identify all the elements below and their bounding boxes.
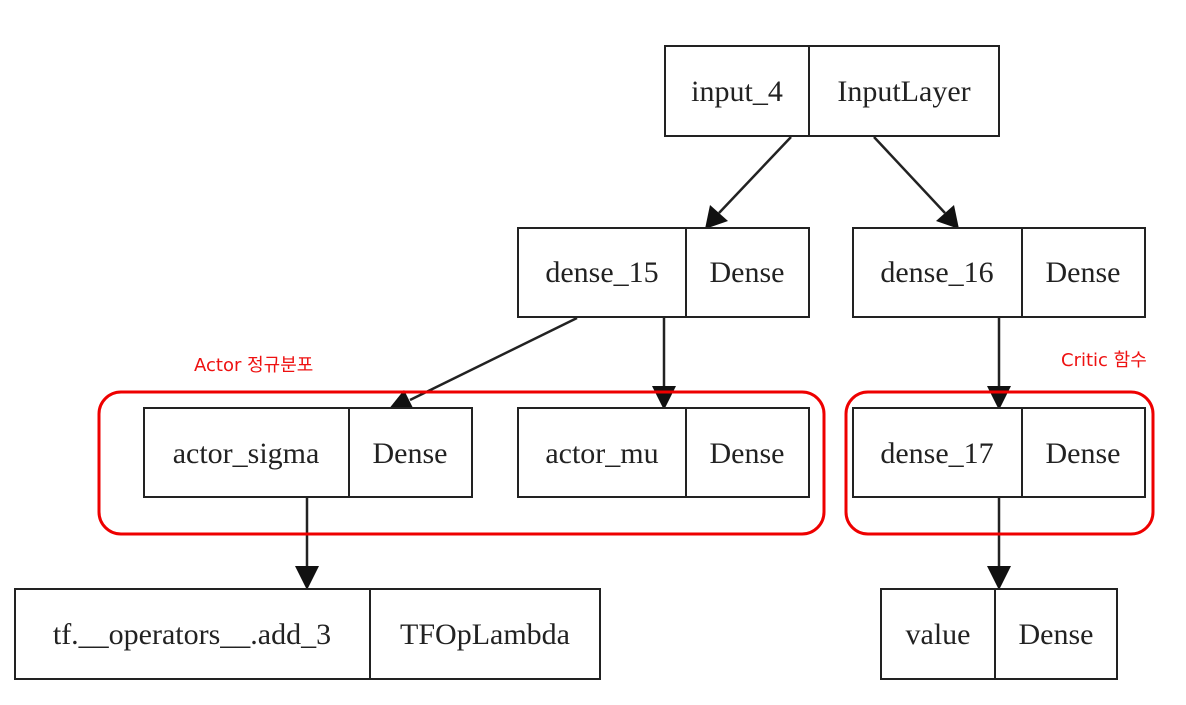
- edges: [295, 136, 1011, 590]
- node-type: Dense: [710, 256, 785, 289]
- critic-annotation: Critic 함수: [1061, 350, 1147, 371]
- node-type: InputLayer: [837, 75, 970, 108]
- edge-input4-dense15: [705, 136, 792, 229]
- node-name: input_4: [691, 75, 783, 108]
- node-value: value Dense: [880, 588, 1118, 680]
- node-name: value: [906, 618, 971, 651]
- node-actor-sigma: actor_sigma Dense: [143, 407, 473, 498]
- edge-dense15-actorsigma: [388, 316, 578, 410]
- node-name: actor_mu: [545, 437, 658, 470]
- node-type: Dense: [1019, 618, 1094, 651]
- node-name: dense_16: [880, 256, 993, 289]
- node-type: Dense: [1046, 256, 1121, 289]
- node-name: tf.__operators__.add_3: [53, 618, 331, 651]
- node-name: dense_17: [880, 437, 993, 470]
- edge-input4-dense16: [873, 136, 959, 229]
- node-tf-operators-add-3: tf.__operators__.add_3 TFOpLambda: [14, 588, 601, 680]
- node-name: actor_sigma: [173, 437, 320, 470]
- node-name: dense_15: [545, 256, 658, 289]
- critic-highlight-region: [844, 390, 1155, 536]
- node-input-4: input_4 InputLayer: [664, 45, 1000, 137]
- node-dense-17: dense_17 Dense: [852, 407, 1146, 498]
- actor-highlight-region: [97, 390, 826, 536]
- actor-annotation: Actor 정규분포: [194, 355, 313, 376]
- edge-actorsigma-add3: [295, 498, 319, 590]
- node-type: TFOpLambda: [400, 618, 570, 651]
- node-type: Dense: [373, 437, 448, 470]
- edge-dense15-actormu: [652, 318, 676, 410]
- node-actor-mu: actor_mu Dense: [517, 407, 810, 498]
- edge-dense16-dense17: [987, 318, 1011, 410]
- node-dense-16: dense_16 Dense: [852, 227, 1146, 318]
- node-type: Dense: [710, 437, 785, 470]
- edge-dense17-value: [987, 498, 1011, 590]
- node-type: Dense: [1046, 437, 1121, 470]
- node-dense-15: dense_15 Dense: [517, 227, 810, 318]
